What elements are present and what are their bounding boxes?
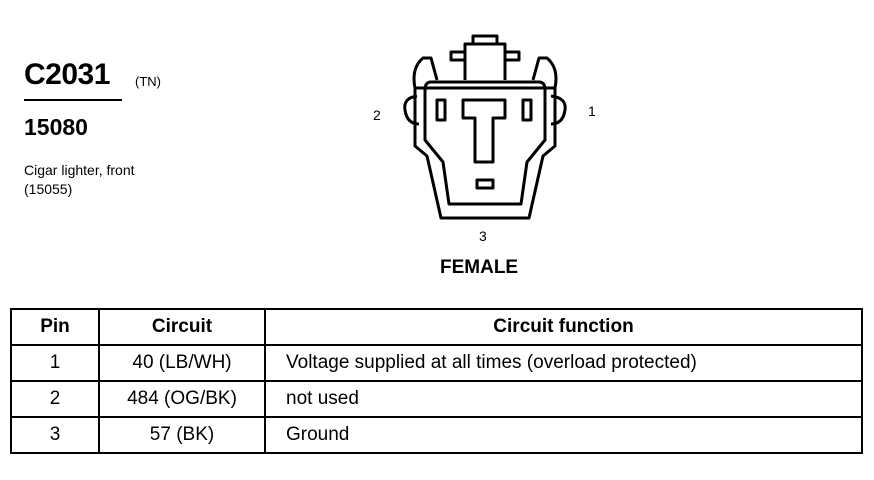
connector-face bbox=[423, 80, 547, 206]
header-circuit: Circuit bbox=[98, 308, 266, 346]
right-ear bbox=[550, 94, 567, 126]
table-row: 1 40 (LB/WH) Voltage supplied at all tim… bbox=[10, 344, 863, 382]
connector-note: (TN) bbox=[135, 74, 161, 89]
connector-face-drawing bbox=[403, 34, 567, 220]
cavity-pin-1 bbox=[521, 98, 533, 122]
pin-label-2: 2 bbox=[373, 107, 381, 123]
cell-circuit: 57 (BK) bbox=[98, 416, 266, 454]
cell-circuit: 40 (LB/WH) bbox=[98, 344, 266, 382]
part-number: 15080 bbox=[24, 114, 88, 140]
cell-function: Ground bbox=[264, 416, 863, 454]
description-line-1: Cigar lighter, front bbox=[24, 162, 135, 178]
pin-table: Pin Circuit Circuit function 1 40 (LB/WH… bbox=[10, 308, 863, 454]
table-row: 3 57 (BK) Ground bbox=[10, 416, 863, 454]
gender-label: FEMALE bbox=[440, 257, 519, 278]
cell-pin: 2 bbox=[10, 380, 100, 418]
cell-function: not used bbox=[264, 380, 863, 418]
title-underline bbox=[24, 99, 122, 101]
connector-id: C2031 bbox=[24, 58, 110, 91]
header-pin: Pin bbox=[10, 308, 100, 346]
cell-pin: 3 bbox=[10, 416, 100, 454]
cell-pin: 1 bbox=[10, 344, 100, 382]
cell-circuit: 484 (OG/BK) bbox=[98, 380, 266, 418]
description-line-2: (15055) bbox=[24, 181, 73, 197]
latch-cap bbox=[471, 34, 499, 44]
cell-function: Voltage supplied at all times (overload … bbox=[264, 344, 863, 382]
pin-label-1: 1 bbox=[588, 103, 596, 119]
table-header-row: Pin Circuit Circuit function bbox=[10, 308, 863, 346]
pin-label-3: 3 bbox=[479, 228, 487, 244]
table-row: 2 484 (OG/BK) not used bbox=[10, 380, 863, 418]
header-circuit-function: Circuit function bbox=[264, 308, 863, 346]
cavity-pin-2 bbox=[435, 98, 447, 122]
cavity-pin-3 bbox=[475, 178, 495, 190]
connector-body bbox=[413, 86, 557, 220]
latch-top bbox=[463, 42, 507, 80]
center-key bbox=[461, 98, 507, 164]
left-ear bbox=[403, 94, 420, 126]
